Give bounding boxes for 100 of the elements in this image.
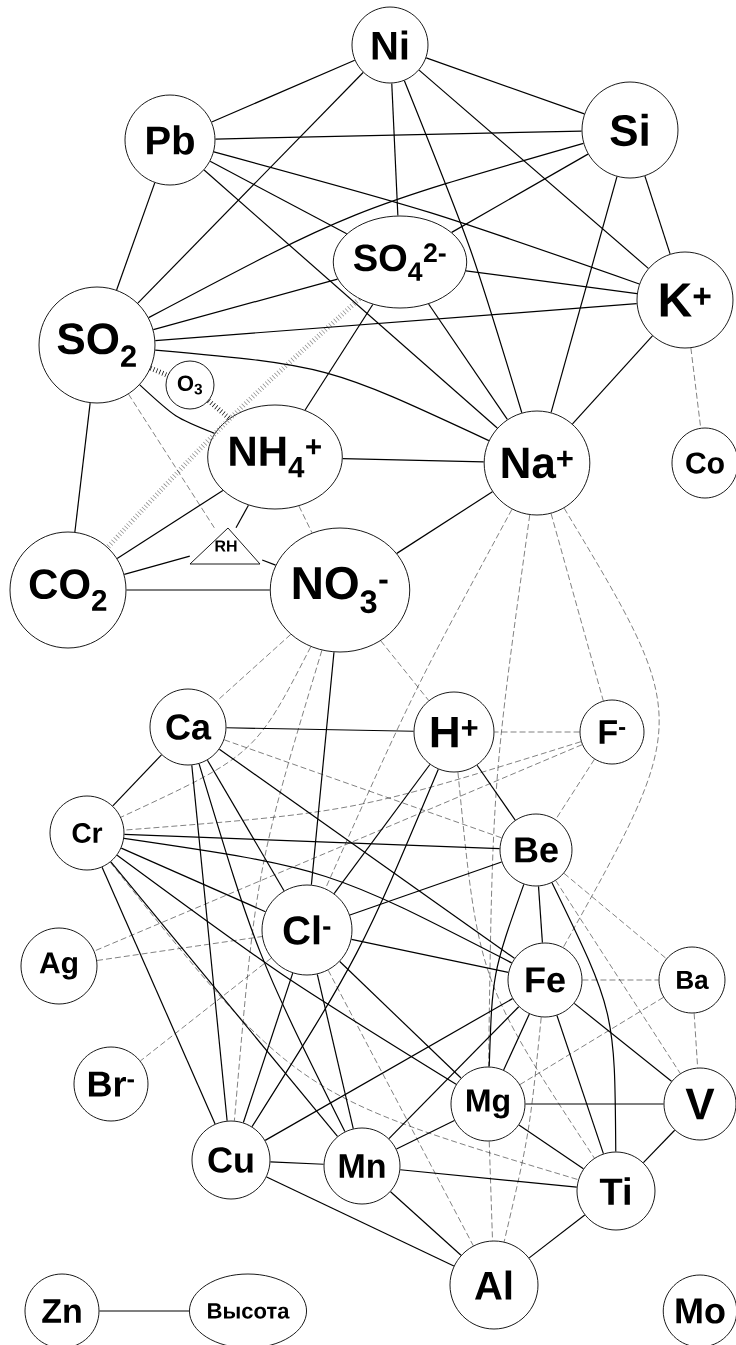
dashed-line [503,1017,542,1242]
hatched-line [149,365,169,378]
dashed-line [555,759,595,820]
connecting-line [396,491,494,554]
dashed-line [488,514,530,1067]
connecting-line [203,169,498,429]
connecting-line [154,303,638,342]
connecting-line [425,57,585,115]
connecting-line [399,1169,578,1188]
dashed-line [563,507,660,948]
connecting-line [349,861,503,916]
connecting-line [264,998,514,1141]
connecting-line [110,861,339,1137]
connecting-line [403,80,523,414]
connecting-line [123,837,513,964]
connecting-line [137,71,364,304]
connecting-line [154,349,490,442]
connecting-line [304,303,374,411]
connecting-line [123,555,191,575]
triangle-node: RH [189,527,261,565]
connecting-line [428,303,508,421]
dashed-line [216,634,291,702]
connecting-line [191,764,228,1122]
dashed-line [489,1141,493,1241]
dashed-line [124,741,582,831]
connecting-line [148,142,585,319]
hatched-line [207,398,231,421]
connecting-line [476,764,516,821]
connecting-line [391,82,399,217]
dashed-line [298,505,313,533]
connecting-line [503,1013,530,1071]
connecting-line [120,847,266,913]
dashed-line [234,650,323,1121]
connecting-line [395,1119,455,1150]
connecting-line [116,854,457,1085]
dashed-line [555,880,681,1074]
connecting-line [266,1176,455,1267]
connecting-line [116,489,224,559]
connecting-line [524,1103,665,1105]
connecting-line [310,651,335,886]
connecting-line [537,885,543,944]
connecting-line [333,763,431,895]
connecting-line [342,457,485,463]
connecting-line [451,153,589,233]
dashed-line [224,739,502,839]
dashed-line [519,997,664,1085]
connecting-line [152,278,339,331]
connecting-line [225,727,415,732]
connecting-line [116,182,156,291]
dashed-line [94,744,583,952]
connecting-line [556,1014,604,1155]
connecting-line [642,1129,676,1164]
dashed-line [128,393,215,529]
connecting-line [209,160,348,235]
dashed-line [457,772,595,1159]
connecting-line [488,883,525,1068]
connecting-line [571,335,654,425]
connecting-line [218,748,516,959]
connecting-line [251,768,439,1128]
connecting-line [644,175,671,255]
connecting-line [551,882,617,1153]
connecting-line [74,402,91,533]
dashed-line [693,1013,698,1068]
connecting-line [316,973,354,1130]
connecting-line [388,1006,520,1140]
connecting-line [235,504,250,529]
dashed-line [563,873,667,959]
dashed-line [96,936,263,961]
hatched-line [105,297,361,549]
connecting-line [242,972,294,1124]
connecting-line [350,938,509,973]
connecting-line [206,759,285,892]
connecting-line [465,270,638,295]
connecting-line [261,559,277,566]
connecting-line [550,176,618,414]
connecting-line [139,384,216,434]
dashed-line [380,640,429,701]
connecting-line [123,833,501,850]
dashed-line [494,731,580,733]
connecting-line [211,59,356,123]
connecting-line [214,130,583,140]
connecting-line [339,960,462,1079]
dashed-line [327,969,474,1246]
connecting-line [125,589,271,591]
connecting-line [98,1310,190,1312]
dashed-line [120,646,311,818]
connecting-line [418,69,649,269]
connecting-line [112,754,163,807]
dashed-line [325,509,513,889]
connecting-line [198,763,346,1133]
connecting-line [101,866,216,1125]
dashed-line [140,957,272,1062]
connecting-line [518,1124,584,1170]
connecting-line [573,1002,673,1082]
dashed-line [582,979,659,981]
connecting-line [269,1161,325,1165]
connecting-line [213,151,640,285]
connecting-line [528,1214,586,1259]
dashed-line [550,513,604,701]
connecting-line [389,1191,462,1256]
